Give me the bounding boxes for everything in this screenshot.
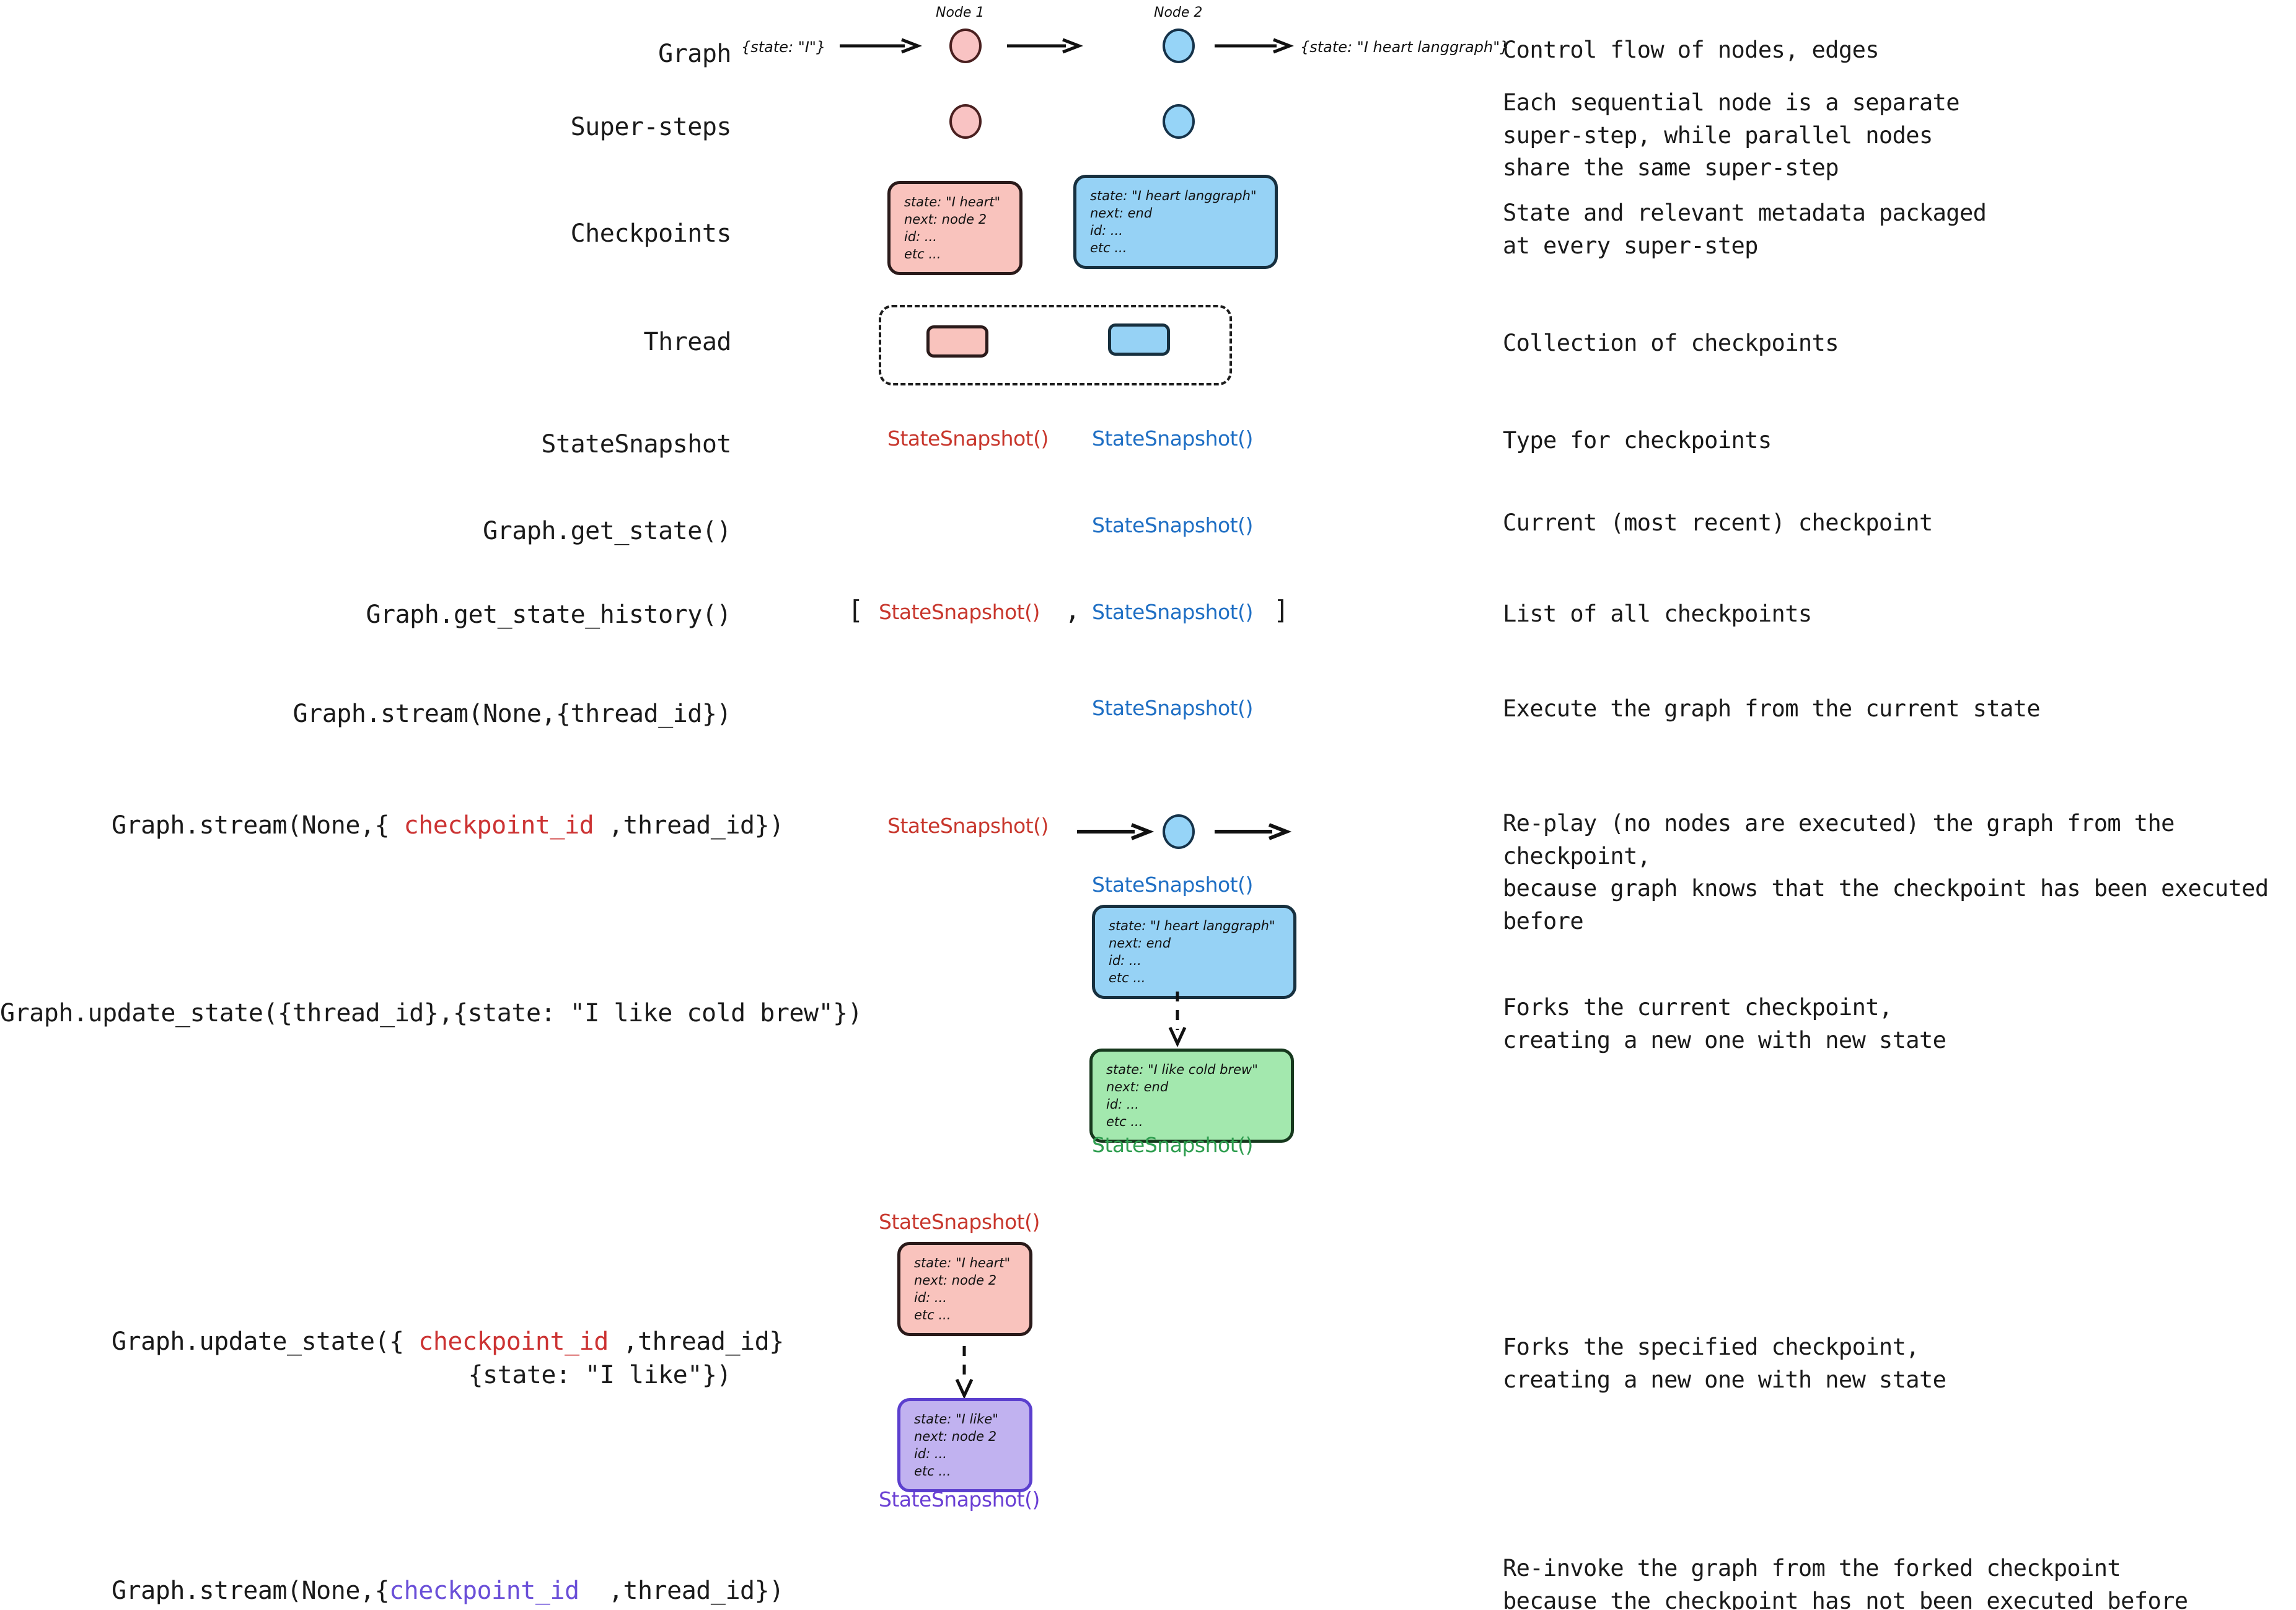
super-step-node-1 <box>949 104 982 139</box>
list-close-bracket: ] <box>1273 595 1290 625</box>
checkpoint-id-token: checkpoint_id <box>418 1327 609 1356</box>
get-state-result-snapshot: StateSnapshot() <box>1092 513 1253 537</box>
desc-get-state: Current (most recent) checkpoint <box>1503 509 1933 536</box>
fork-result-snapshot-purple: StateSnapshot() <box>879 1487 1040 1511</box>
row-label-graph: Graph <box>658 40 731 68</box>
row-label-update-state-checkpoint: Graph.update_state({ checkpoint_id ,thre… <box>112 1325 784 1392</box>
list-comma: , <box>1065 595 1081 625</box>
row-label-super-steps: Super-steps <box>570 113 732 141</box>
desc-statesnapshot: Type for checkpoints <box>1503 427 1772 454</box>
stream-ckpt-post: ,thread_id}) <box>594 811 784 840</box>
replay-arrow-1 <box>1077 823 1155 840</box>
fork-source-card-pink: state: "I heart" next: node 2 id: ... et… <box>897 1242 1032 1336</box>
replay-checkpoint-card-blue: state: "I heart langgraph" next: end id:… <box>1092 905 1296 999</box>
desc-super-steps: Each sequential node is a separate super… <box>1503 89 1960 182</box>
desc-update-state-checkpoint: Forks the specified checkpoint, creating… <box>1503 1334 1946 1393</box>
row-label-statesnapshot: StateSnapshot <box>541 430 731 459</box>
desc-thread: Collection of checkpoints <box>1503 330 1839 356</box>
checkpoint-id-token: checkpoint_id <box>389 1577 579 1605</box>
graph-input-state: {state: "I"} <box>741 38 826 56</box>
node-1-pink <box>949 29 982 63</box>
desc-checkpoints: State and relevant metadata packaged at … <box>1503 200 1987 259</box>
desc-stream-checkpoint: Re-play (no nodes are executed) the grap… <box>1503 810 2269 935</box>
thread-chip-blue <box>1108 323 1170 356</box>
statesnapshot-label-red: StateSnapshot() <box>887 426 1049 451</box>
fork-result-snapshot-green: StateSnapshot() <box>1092 1133 1253 1157</box>
stream-ckpt-pre: Graph.stream(None,{ <box>112 811 404 840</box>
replay-result-snapshot: StateSnapshot() <box>1092 873 1253 897</box>
stream-forked-post: ,thread_id}) <box>579 1577 785 1605</box>
thread-chip-pink <box>926 325 988 358</box>
desc-graph: Control flow of nodes, edges <box>1503 37 1880 63</box>
history-snapshot-blue: StateSnapshot() <box>1092 600 1253 624</box>
row-label-stream-checkpoint: Graph.stream(None,{ checkpoint_id ,threa… <box>112 809 784 842</box>
row-label-get-state-history: Graph.get_state_history() <box>366 600 731 629</box>
row-label-thread: Thread <box>643 328 732 356</box>
replay-arrow-2 <box>1215 823 1292 840</box>
fork-result-card-purple: state: "I like" next: node 2 id: ... etc… <box>897 1398 1032 1492</box>
stream-thread-result-snapshot: StateSnapshot() <box>1092 696 1253 720</box>
node1-caption: Node 1 <box>936 5 985 20</box>
row-label-get-state: Graph.get_state() <box>483 517 731 545</box>
fork-arrow-dashed-1 <box>1168 992 1187 1047</box>
fork-arrow-dashed-2 <box>955 1346 974 1399</box>
list-open-bracket: [ <box>848 595 864 625</box>
fork-checkpoint-card-green: state: "I like cold brew" next: end id: … <box>1089 1049 1294 1143</box>
thread-dashed-container <box>879 305 1232 385</box>
edge-arrow-1 <box>840 38 922 54</box>
row-label-stream-forked: Graph.stream(None,{checkpoint_id ,thread… <box>112 1574 784 1608</box>
desc-stream-thread: Execute the graph from the current state <box>1503 695 2041 722</box>
replay-source-snapshot: StateSnapshot() <box>887 814 1049 838</box>
row-label-update-state-thread: Graph.update_state({thread_id},{state: "… <box>0 999 863 1027</box>
checkpoint-id-token: checkpoint_id <box>403 811 594 840</box>
stream-forked-pre: Graph.stream(None,{ <box>112 1577 390 1605</box>
row-label-checkpoints: Checkpoints <box>570 219 732 248</box>
checkpoint-card-blue: state: "I heart langgraph" next: end id:… <box>1073 175 1278 269</box>
desc-get-state-history: List of all checkpoints <box>1503 600 1812 627</box>
checkpoint-card-pink: state: "I heart" next: node 2 id: ... et… <box>887 181 1023 275</box>
node-2-blue <box>1163 29 1195 63</box>
edge-arrow-3 <box>1215 38 1294 54</box>
update-ckpt-line2: {state: "I like"}) <box>468 1361 732 1389</box>
update-ckpt-pre: Graph.update_state({ <box>112 1327 419 1356</box>
row-label-stream-thread: Graph.stream(None,{thread_id}) <box>292 700 732 728</box>
node2-caption: Node 2 <box>1154 5 1203 20</box>
update-ckpt-post: ,thread_id} <box>608 1327 784 1356</box>
edge-arrow-2 <box>1007 38 1083 54</box>
history-snapshot-red: StateSnapshot() <box>879 600 1040 624</box>
super-step-node-2 <box>1163 104 1195 139</box>
desc-update-state-thread: Forks the current checkpoint, creating a… <box>1503 994 1946 1054</box>
replay-node-blue <box>1163 814 1195 849</box>
statesnapshot-label-blue: StateSnapshot() <box>1092 426 1253 451</box>
graph-output-state: {state: "I heart langgraph"} <box>1300 38 1510 56</box>
desc-stream-forked: Re-invoke the graph from the forked chec… <box>1503 1555 2188 1610</box>
fork-source-snapshot-red: StateSnapshot() <box>879 1210 1040 1234</box>
